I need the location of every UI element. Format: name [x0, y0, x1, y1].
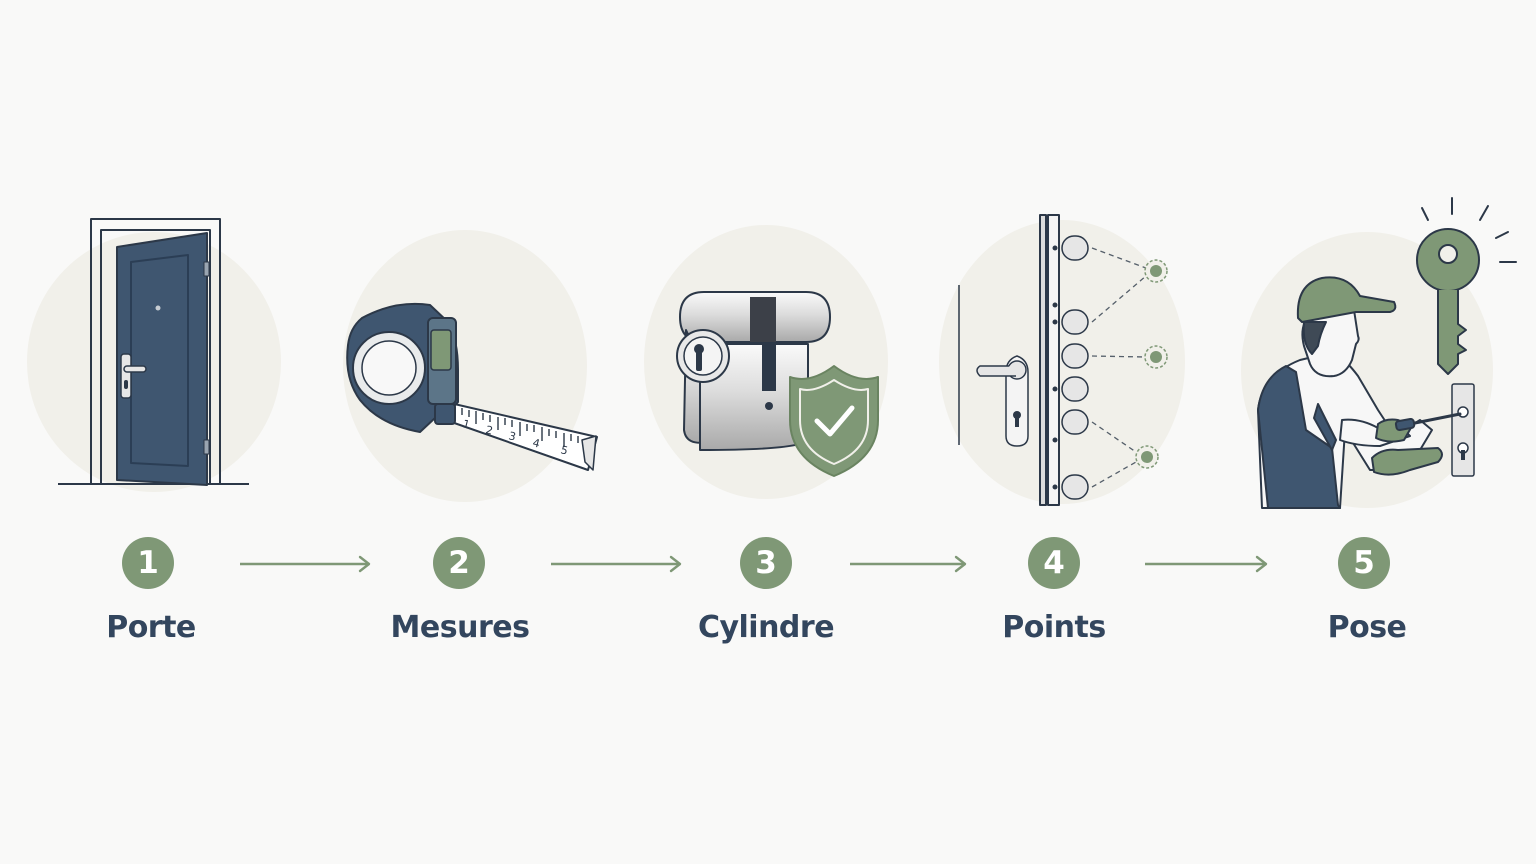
tape-ticks: 1 2 3 4 5 — [461, 417, 569, 457]
arrow-3-to-4 — [850, 555, 967, 573]
multipoint-lock-icon — [958, 214, 1168, 506]
arrow-4-to-5 — [1145, 555, 1268, 573]
step-1-label: Porte — [106, 610, 196, 645]
tape-tick-2: 2 — [484, 423, 494, 437]
tape-tick-4: 4 — [531, 436, 541, 450]
arrow-1-to-2 — [240, 555, 371, 573]
step-3-number: 3 — [740, 537, 792, 589]
lock-cylinder-shield-icon — [676, 291, 879, 477]
step-2-label: Mesures — [390, 610, 530, 645]
step-4-number: 4 — [1028, 537, 1080, 589]
step-5-label: Pose — [1327, 610, 1407, 645]
tape-measure-icon — [346, 302, 598, 471]
locksmith-installing-icon — [1257, 197, 1517, 509]
tape-tick-5: 5 — [559, 443, 569, 457]
step-1-number: 1 — [122, 537, 174, 589]
step-4-label: Points — [1002, 610, 1106, 645]
blob-4 — [939, 220, 1185, 504]
door-icon — [58, 218, 249, 486]
arrow-2-to-3 — [551, 555, 682, 573]
step-5-number: 5 — [1338, 537, 1390, 589]
step-2-number: 2 — [433, 537, 485, 589]
tape-tick-3: 3 — [507, 429, 517, 443]
step-3-label: Cylindre — [697, 610, 835, 645]
tape-tick-1: 1 — [461, 417, 471, 431]
